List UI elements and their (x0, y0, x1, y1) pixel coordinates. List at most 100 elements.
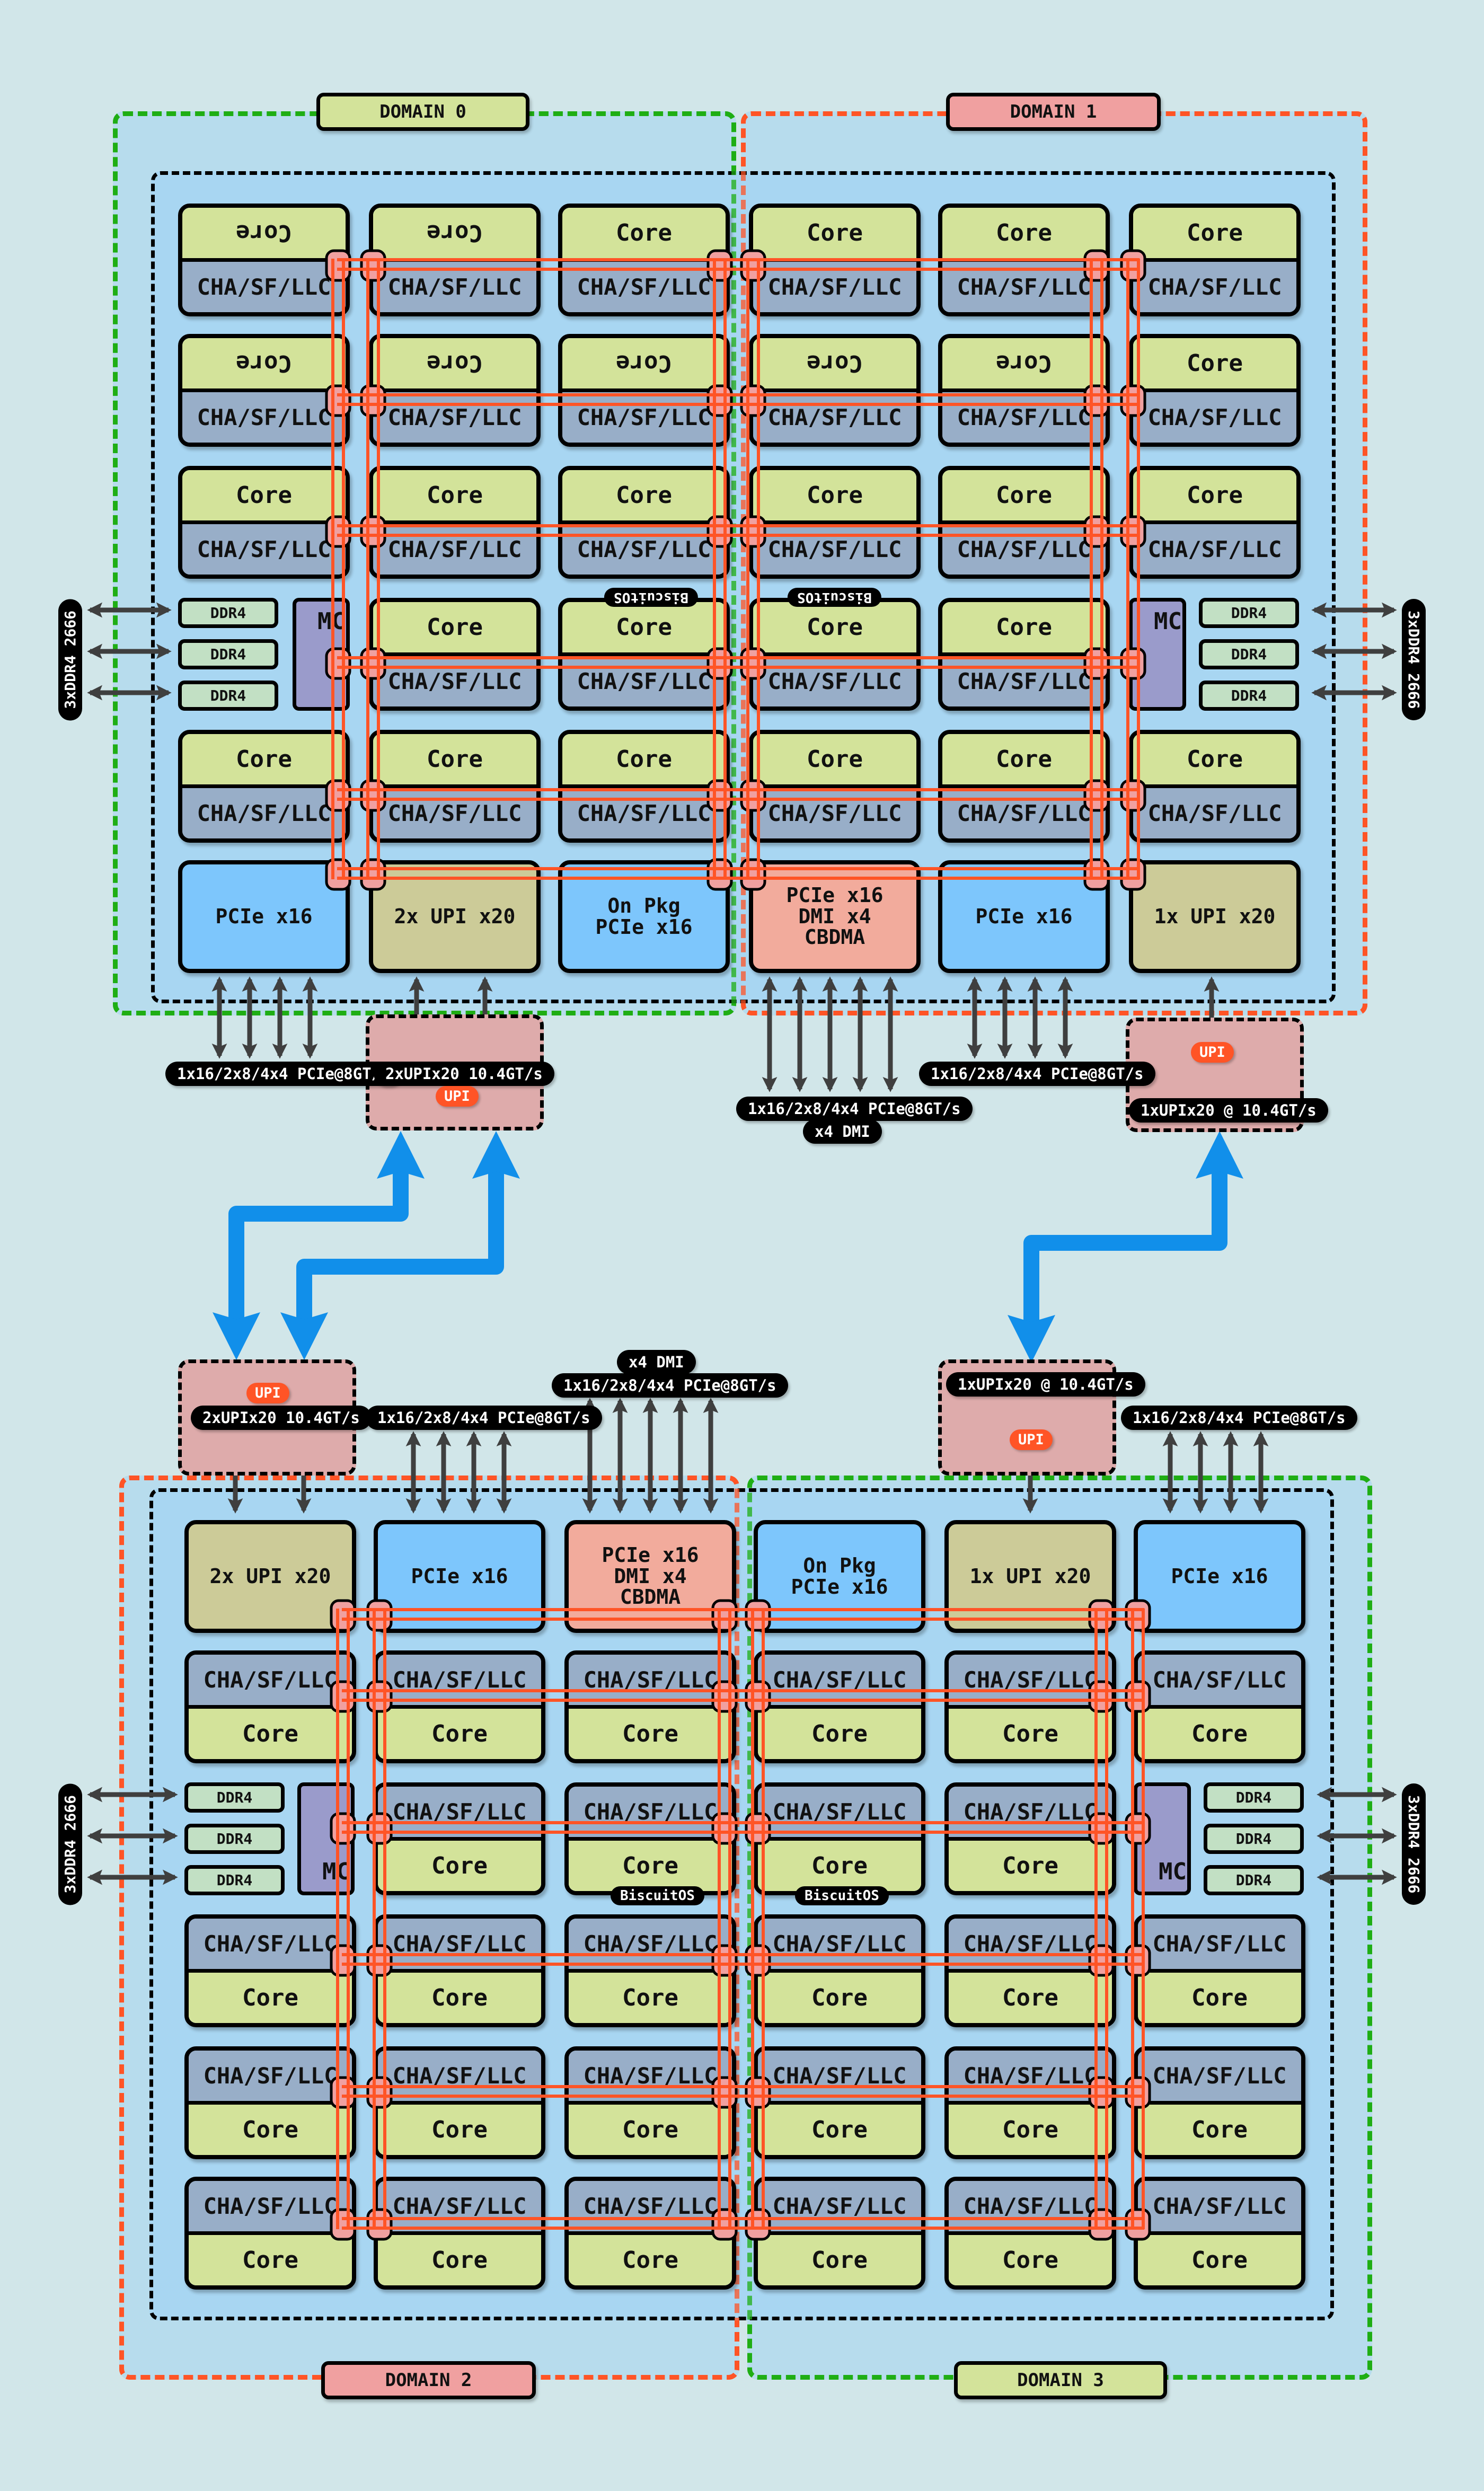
bottom-right-ddr4-0[interactable]: DDR4 (1204, 1782, 1304, 1813)
top-right-ddr4-0[interactable]: DDR4 (1199, 598, 1299, 628)
top-right-ddr4-2[interactable]: DDR4 (1199, 681, 1299, 711)
top-left-ddr4-0[interactable]: DDR4 (178, 598, 278, 628)
top-left-ddr4-1[interactable]: DDR4 (178, 639, 278, 669)
cha-sf-llc-section: CHA/SF/LLC (562, 388, 726, 443)
io-top-2-on-pkg[interactable]: On Pkg PCIe x16 (558, 860, 730, 973)
upi-badge-bottom-left: UPI (246, 1383, 289, 1403)
bottom-left-ddr4-0[interactable]: DDR4 (184, 1782, 285, 1813)
core-label: Core (1191, 1984, 1248, 2011)
bottom-right-ddr4-2[interactable]: DDR4 (1204, 1865, 1304, 1895)
cha-label: CHA/SF/LLC (392, 2063, 527, 2089)
io-bottom-1-pcie-x16[interactable]: PCIe x16 (374, 1520, 545, 1633)
io-top-5-upi-1x[interactable]: 1x UPI x20 (1129, 860, 1301, 973)
io-bottom-3-on-pkg[interactable]: On Pkg PCIe x16 (754, 1520, 925, 1633)
io-bottom-0-upi-2x[interactable]: 2x UPI x20 (184, 1520, 356, 1633)
bottom-right-ddr4-1[interactable]: DDR4 (1204, 1824, 1304, 1854)
bottom-left-ddr4-1[interactable]: DDR4 (184, 1824, 285, 1854)
mc-bottom-right[interactable]: MC (1134, 1782, 1191, 1895)
core-label: Core (811, 1852, 868, 1879)
cha-sf-llc-section: CHA/SF/LLC (753, 784, 916, 838)
top-left-ddr4-2[interactable]: DDR4 (178, 681, 278, 711)
cha-label: CHA/SF/LLC (957, 274, 1091, 300)
core-section: Core (189, 1973, 352, 2023)
core-label: Core (811, 2247, 868, 2274)
mc-top-right[interactable]: MC (1129, 598, 1186, 711)
mc-label: MC (1154, 608, 1182, 635)
io-top-0-pcie-x16[interactable]: PCIe x16 (178, 860, 350, 973)
ddr4-label: DDR4 (210, 646, 246, 663)
ddr-channel-top-left: 3xDDR4 2666 (58, 599, 82, 721)
io-top-1-upi-2x[interactable]: 2x UPI x20 (369, 860, 541, 973)
io-top-3-dmi-block[interactable]: PCIe x16 DMI x4 CBDMA (749, 860, 921, 973)
io-bottom-5-pcie-x16[interactable]: PCIe x16 (1134, 1520, 1305, 1633)
core-section: Core (1138, 2235, 1301, 2285)
io-bottom-4-upi-1x[interactable]: 1x UPI x20 (944, 1520, 1116, 1633)
upi-badge-top-right: UPI (1191, 1042, 1234, 1063)
core-section: Core (949, 1841, 1112, 1891)
mc-top-left[interactable]: MC (293, 598, 350, 711)
io-bottom-2-dmi-block[interactable]: PCIe x16 DMI x4 CBDMA (564, 1520, 736, 1633)
io-top-4-pcie-x16[interactable]: PCIe x16 (938, 860, 1110, 973)
core-label: Core (616, 350, 672, 377)
bottom-left-ddr4-2[interactable]: DDR4 (184, 1865, 285, 1895)
top-right-ddr4-1[interactable]: DDR4 (1199, 639, 1299, 669)
mc-bottom-left[interactable]: MC (297, 1782, 355, 1895)
